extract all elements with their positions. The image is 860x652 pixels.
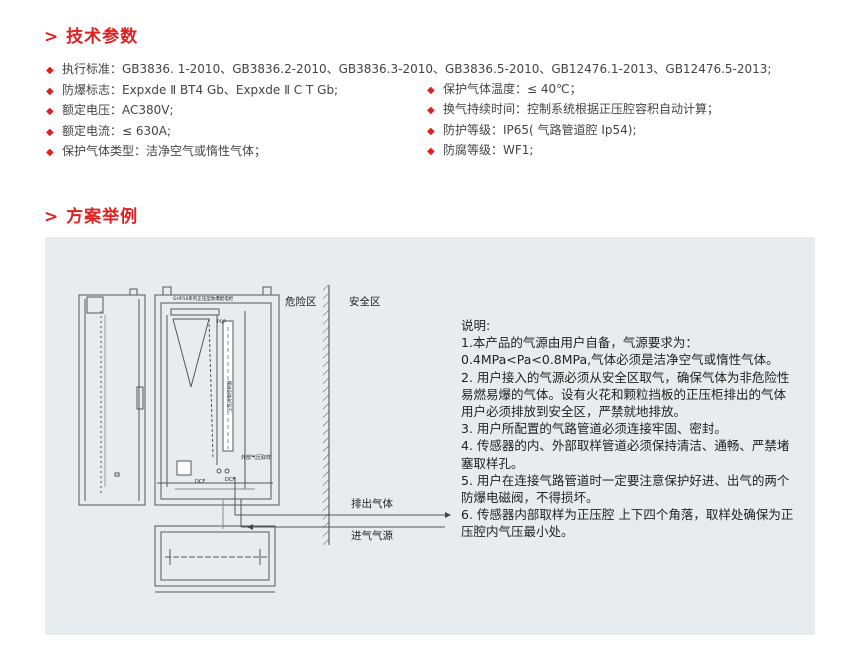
diamond-bullet-icon: ◆ bbox=[427, 146, 435, 157]
spec-item: ◆额定电流：≤ 630A; bbox=[46, 122, 716, 143]
external-sampling-label: 外部气压取样 bbox=[241, 454, 271, 461]
notes-block: 说明: 1.本产品的气源由用户自备，气源要求为： 0.4MPa<Pa<0.8MP… bbox=[461, 317, 801, 541]
small-label: PQP bbox=[217, 319, 226, 325]
notes-line: 防爆电磁阀，不得损坏。 bbox=[461, 490, 599, 506]
spec-list-right: ◆保护气体温度：≤ 40℃； ◆换气持续时间：控制系统根据正压腔容积自动计算； … bbox=[427, 80, 807, 162]
notes-line: 0.4MPa<Pa<0.8MPa,气体必须是洁净空气或惰性气体。 bbox=[461, 352, 779, 368]
gas-pipes bbox=[222, 499, 451, 530]
spec-list-left: ◆执行标准：GB3836. 1-2010、GB3836.2-2010、GB383… bbox=[46, 60, 771, 163]
section-title-example: > 方案举例 bbox=[44, 207, 139, 227]
notes-line: 3. 用户所配置的气路管道必须连接牢固、密封。 bbox=[461, 421, 727, 437]
diamond-bullet-icon: ◆ bbox=[46, 65, 54, 76]
notes-line: 2. 用户接入的气源必须从安全区取气，确保气体为非危险性 bbox=[461, 369, 790, 385]
dcf-label-1: DCF bbox=[195, 479, 205, 485]
cabinet-front-view bbox=[154, 286, 280, 506]
notes-line: 压腔内气压最小处。 bbox=[461, 524, 574, 540]
diamond-bullet-icon: ◆ bbox=[46, 106, 54, 117]
notes-line: 易燃易爆的气体。设有火花和颗粒挡板的正压柜排出的气体 bbox=[461, 386, 787, 402]
spec-item: ◆保护气体类型：洁净空气或惰性气体； bbox=[46, 142, 716, 163]
tube-label: 正压防爆控制器 bbox=[226, 380, 233, 412]
notes-line: 用户必须排放到安全区，严禁就地排放。 bbox=[461, 404, 687, 420]
cabinet-plate: GHP10系列正压型防爆配电柜 bbox=[173, 295, 234, 302]
dcf-label-2: DCF bbox=[225, 477, 235, 483]
diamond-bullet-icon: ◆ bbox=[427, 84, 435, 96]
notes-line: 塞取样孔。 bbox=[461, 455, 524, 471]
notes-line: 6. 传感器内部取样为正压腔 上下四个角落，取样处确保为正 bbox=[461, 507, 794, 523]
zone-danger-label: 危险区 bbox=[285, 295, 317, 308]
diamond-bullet-icon: ◆ bbox=[427, 105, 435, 116]
cabinet-diagram: GHP10系列正压型防爆配电柜 PQP 正压防爆控制器 外部气压取样 DCF D… bbox=[78, 285, 451, 593]
spec-item: ◆防爆标志：Expxde Ⅱ BT4 Gb、Expxde Ⅱ C T Gb; bbox=[46, 81, 716, 102]
diamond-bullet-icon: ◆ bbox=[46, 126, 54, 138]
spec-item: ◆执行标准：GB3836. 1-2010、GB3836.2-2010、GB383… bbox=[46, 60, 771, 81]
example-panel: GHP10系列正压型防爆配电柜 PQP 正压防爆控制器 外部气压取样 DCF D… bbox=[45, 237, 815, 635]
spec-item: ◆保护气体温度：≤ 40℃； bbox=[427, 80, 807, 101]
zone-safe-label: 安全区 bbox=[349, 295, 381, 308]
diamond-bullet-icon: ◆ bbox=[46, 147, 54, 158]
spec-item: ◆防腐等级：WF1; bbox=[427, 141, 807, 162]
intake-label: 进气气源 bbox=[351, 529, 393, 542]
diamond-bullet-icon: ◆ bbox=[46, 85, 54, 97]
diamond-bullet-icon: ◆ bbox=[427, 125, 435, 137]
cabinet-top-view bbox=[154, 525, 276, 593]
notes-title: 说明: bbox=[461, 318, 491, 333]
section-title-tech-params: > 技术参数 bbox=[44, 27, 139, 47]
notes-line: 4. 传感器的内、外部取样管道必须保持清洁、通畅、严禁堵 bbox=[461, 438, 790, 454]
spec-item: ◆防护等级：IP65( 气路管道腔 Ip54); bbox=[427, 121, 807, 142]
cabinet-side-view bbox=[78, 288, 146, 506]
notes-line: 5. 用户在连接气路管道时一定要注意保护好进、出气的两个 bbox=[461, 472, 790, 488]
exhaust-label: 排出气体 bbox=[351, 497, 393, 510]
notes-line: 1.本产品的气源由用户自备，气源要求为： bbox=[461, 335, 698, 351]
spec-item: ◆换气持续时间：控制系统根据正压腔容积自动计算； bbox=[427, 100, 807, 121]
spec-item: ◆额定电压：AC380V; bbox=[46, 101, 716, 122]
zone-boundary-hatch bbox=[323, 285, 329, 545]
